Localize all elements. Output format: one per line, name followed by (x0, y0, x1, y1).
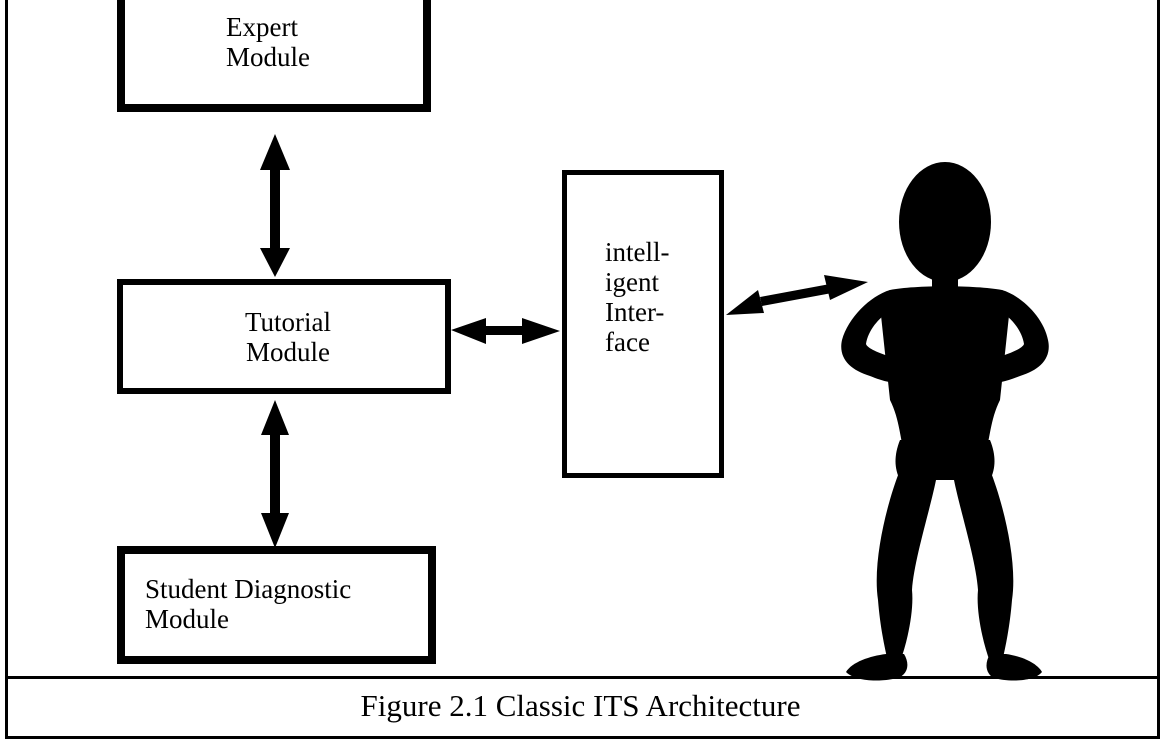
tutorial-module-line-1: Tutorial (244, 307, 332, 337)
interface-line-4: face (605, 327, 650, 357)
expert-module-line-2: Module (226, 42, 310, 72)
intelligent-interface-label: intell- igent Inter- face (605, 237, 669, 357)
tutorial-module-label: Tutorial Module (213, 307, 363, 367)
interface-line-2: igent (605, 267, 659, 297)
tutorial-module-line-2: Module (246, 337, 330, 367)
arrow-tutorial-interface (451, 318, 560, 344)
intelligent-interface-box: intell- igent Inter- face (562, 170, 724, 478)
arrow-interface-person (726, 275, 868, 315)
caption-divider (5, 676, 1160, 679)
arrow-expert-tutorial (260, 134, 290, 277)
interface-line-1: intell- (605, 237, 670, 267)
student-diagnostic-line-1: Student Diagnostic (145, 574, 352, 604)
person-silhouette-icon (841, 162, 1049, 681)
student-diagnostic-line-2: Module (145, 604, 229, 634)
arrow-tutorial-student (261, 400, 289, 548)
figure-frame (5, 0, 1160, 739)
expert-module-box: Expert Module (117, 0, 431, 112)
figure-caption: Figure 2.1 Classic ITS Architecture (360, 688, 801, 723)
tutorial-module-box: Tutorial Module (117, 279, 451, 394)
expert-module-line-1: Expert (226, 12, 298, 42)
interface-line-3: Inter- (605, 297, 665, 327)
student-diagnostic-module-label: Student Diagnostic Module (145, 574, 351, 634)
student-diagnostic-module-box: Student Diagnostic Module (117, 546, 436, 664)
expert-module-label: Expert Module (226, 12, 310, 72)
